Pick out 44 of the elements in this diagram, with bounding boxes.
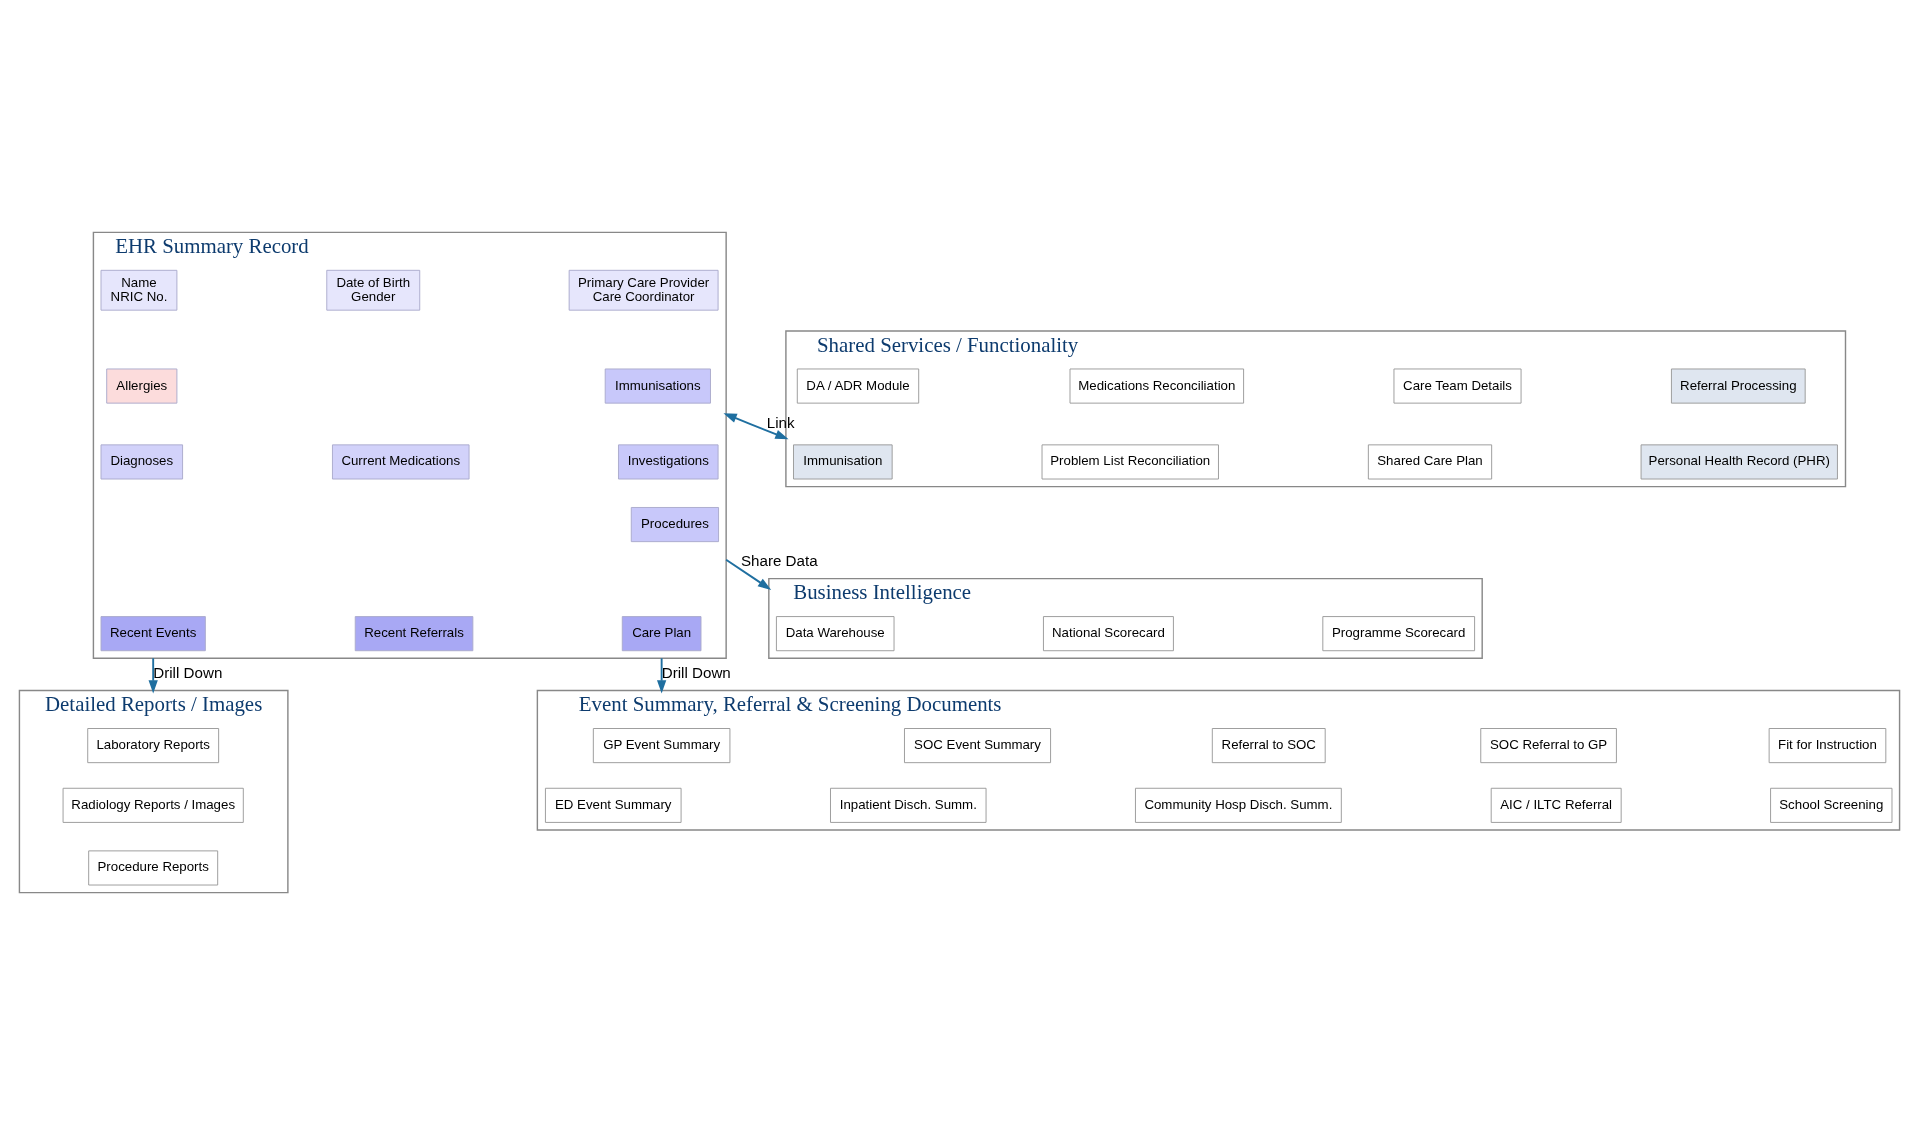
node-box: Allergies [106,368,178,404]
edge-label: Drill Down [153,664,223,682]
node-box: Procedure Reports [88,850,219,886]
node-box: Shared Care Plan [1367,444,1493,480]
arrow [148,657,158,694]
node-box: Programme Scorecard [1322,616,1476,652]
node-box: Date of Birth Gender [326,269,421,311]
node-box: Radiology Reports / Images [62,787,244,823]
node-box: Immunisation [793,444,893,480]
node-box: Community Hosp Disch. Summ. [1135,787,1342,823]
node-box: National Scorecard [1042,616,1174,652]
node-box: ED Event Summary [544,787,682,823]
arrow [725,558,772,590]
node-box: DA / ADR Module [796,368,920,404]
node-box: AIC / ILTC Referral [1490,787,1622,823]
node-box: Recent Referrals [354,616,474,652]
arrow [657,657,667,694]
node-box: Recent Events [100,616,206,652]
node-box: Medications Reconciliation [1069,368,1245,404]
arrow [723,413,789,440]
node-box: Procedures [630,507,720,543]
node-box: Problem List Reconciliation [1041,444,1219,480]
node-box: Laboratory Reports [87,728,220,764]
node-box: Current Medications [332,444,470,480]
node-box: Referral Processing [1670,368,1806,404]
edge-label: Link [766,413,795,431]
edge-label: Drill Down [661,664,731,682]
node-box: School Screening [1770,787,1893,823]
edge-label: Share Data [740,552,818,570]
node-box: Diagnoses [100,444,184,480]
node-box: SOC Event Summary [904,728,1052,764]
node-box: Inpatient Disch. Summ. [830,787,987,823]
node-box: Personal Health Record (PHR) [1640,444,1838,480]
node-box: GP Event Summary [592,728,731,764]
node-box: Immunisations [604,368,711,404]
node-box: Data Warehouse [775,616,895,652]
node-box: Primary Care Provider Care Coordinator [568,269,719,311]
node-box: Fit for Instruction [1768,728,1887,764]
node-box: SOC Referral to GP [1480,728,1617,764]
node-box: Care Plan [621,616,702,652]
node-box: Care Team Details [1393,368,1522,404]
node-box: Investigations [618,444,719,480]
node-box: Referral to SOC [1211,728,1326,764]
node-box: Name NRIC No. [100,269,178,311]
